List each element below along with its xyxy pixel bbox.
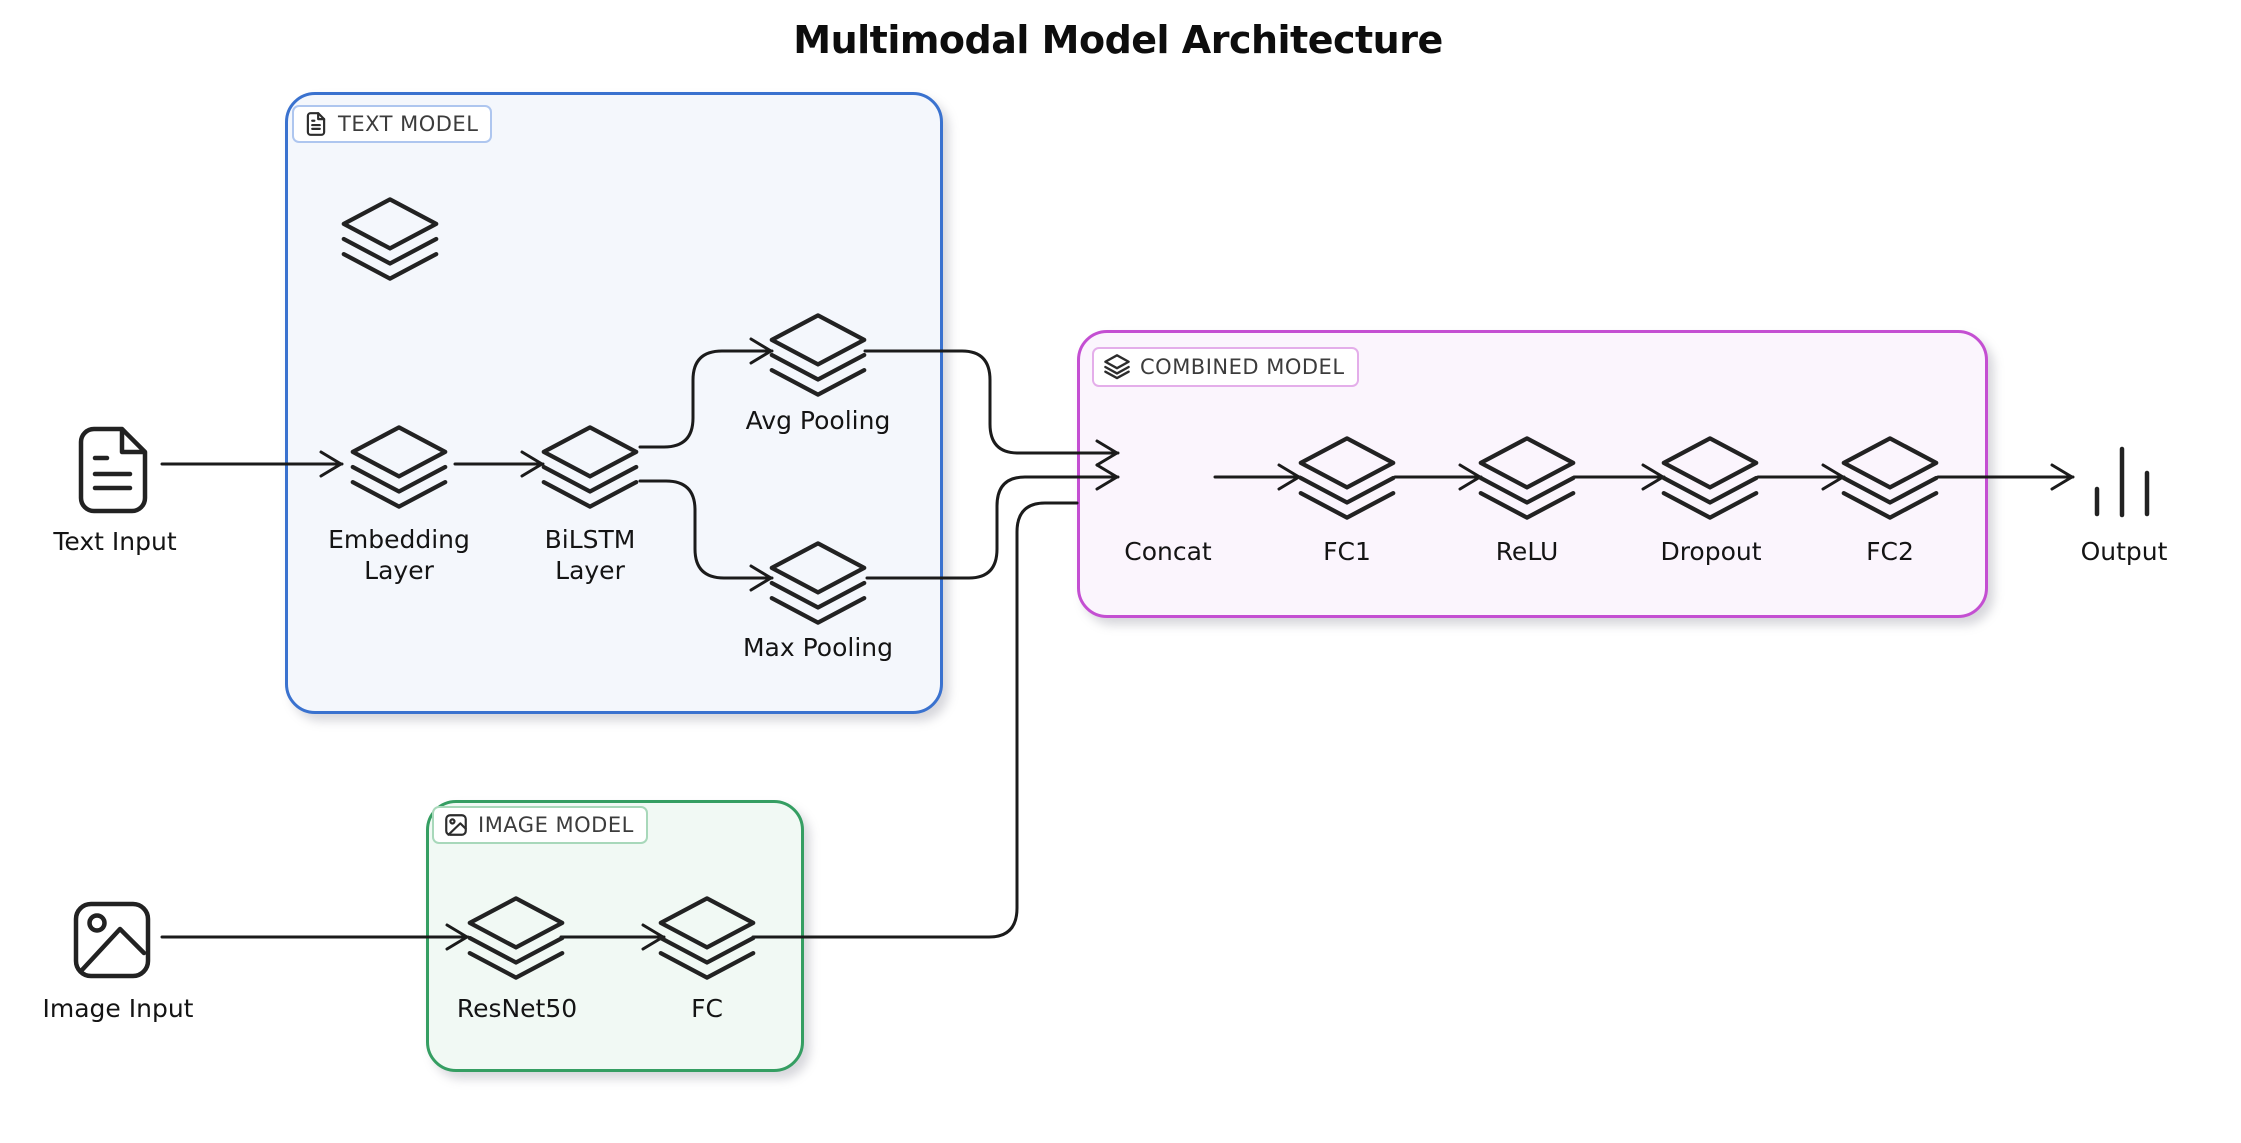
combined-model-badge-label: COMBINED MODEL	[1140, 355, 1345, 379]
text-model-badge: TEXT MODEL	[292, 105, 493, 143]
edge-bilstm-to-max-pooling	[638, 479, 774, 592]
dropout-label: Dropout	[1660, 537, 1762, 566]
diagram-title: Multimodal Model Architecture	[793, 18, 1443, 62]
relu-label: ReLU	[1495, 537, 1559, 566]
max-pooling-layers-icon	[768, 539, 868, 627]
fc-label: FC	[691, 994, 723, 1023]
image-input-label: Image Input	[42, 994, 194, 1023]
embedding-label-line2: Layer	[364, 556, 434, 585]
embedding-label-line1: Embedding	[328, 525, 470, 554]
output-bar-chart-icon	[2090, 444, 2156, 520]
bilstm-layers-icon	[540, 423, 640, 511]
fc1-label: FC1	[1323, 537, 1371, 566]
bilstm-layer-label: BiLSTM Layer	[545, 524, 636, 586]
fc2-layers-icon	[1840, 434, 1940, 522]
image-input-image-icon	[72, 900, 152, 980]
relu-layers-icon	[1477, 434, 1577, 522]
text-model-badge-label: TEXT MODEL	[338, 112, 479, 136]
combined-model-badge: COMBINED MODEL	[1092, 347, 1359, 387]
decorative-layers-icon	[340, 195, 440, 283]
resnet50-layers-icon	[466, 894, 566, 982]
embedding-layers-icon	[349, 423, 449, 511]
fc2-label: FC2	[1866, 537, 1914, 566]
embedding-layer-label: Embedding Layer	[328, 524, 470, 586]
file-text-icon	[303, 111, 329, 137]
edge-max-pooling-to-concat	[865, 463, 1120, 580]
image-icon	[443, 812, 469, 838]
max-pooling-label: Max Pooling	[742, 633, 894, 662]
edge-avg-pooling-to-concat	[863, 349, 1120, 467]
image-model-badge: IMAGE MODEL	[432, 806, 648, 844]
text-model-group-box	[285, 92, 943, 714]
layers-icon	[1103, 353, 1131, 381]
edge-image-fc-to-concat	[751, 501, 1079, 939]
text-input-file-icon	[77, 426, 149, 514]
bilstm-label-line1: BiLSTM	[544, 525, 636, 554]
image-model-badge-label: IMAGE MODEL	[478, 813, 634, 837]
resnet50-label: ResNet50	[456, 994, 578, 1023]
output-label: Output	[2080, 537, 2168, 566]
text-input-label: Text Input	[53, 527, 177, 556]
avg-pooling-label: Avg Pooling	[745, 406, 891, 435]
bilstm-label-line2: Layer	[555, 556, 625, 585]
dropout-layers-icon	[1660, 434, 1760, 522]
fc1-layers-icon	[1297, 434, 1397, 522]
avg-pooling-layers-icon	[768, 311, 868, 399]
concat-label: Concat	[1124, 537, 1212, 566]
fc-layers-icon	[657, 894, 757, 982]
edge-bilstm-to-avg-pooling	[638, 337, 774, 449]
